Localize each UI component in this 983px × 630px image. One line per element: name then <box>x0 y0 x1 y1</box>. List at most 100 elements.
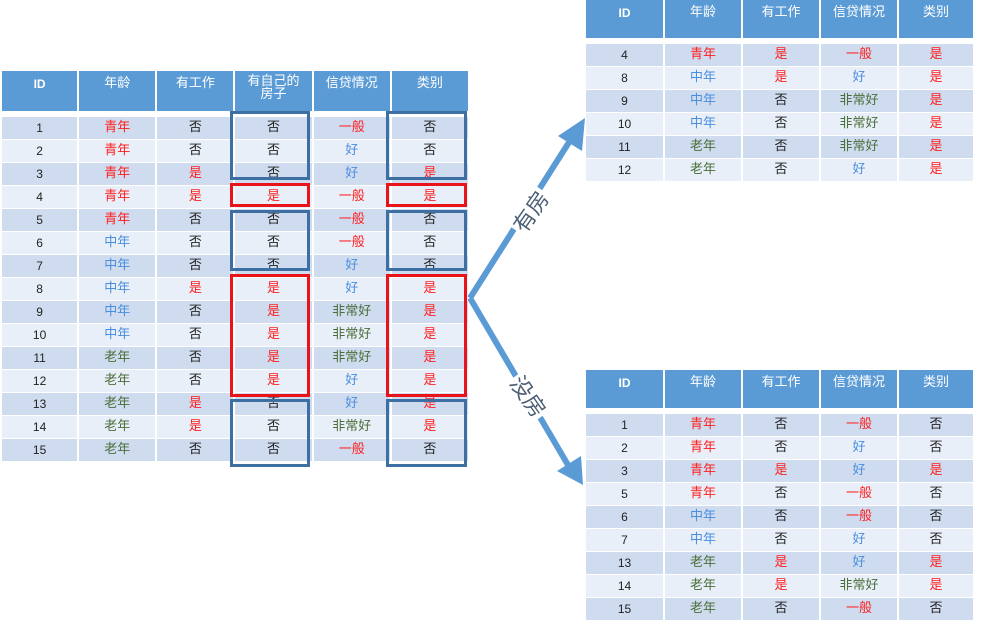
cell-id: 11 <box>2 346 80 370</box>
cell-has-job: 是 <box>156 162 236 186</box>
column-header-age: 年龄 <box>664 370 743 408</box>
cell-id: 13 <box>2 392 80 416</box>
cell-age: 老年 <box>78 438 158 462</box>
column-header-credit: 信贷情况 <box>820 0 899 38</box>
cell-class: 是 <box>390 369 471 393</box>
cell-own-house: 否 <box>234 139 314 163</box>
cell-credit: 非常好 <box>312 415 392 439</box>
cell-age: 中年 <box>78 323 158 347</box>
cell-age: 中年 <box>78 254 158 278</box>
cell-credit: 好 <box>312 277 392 301</box>
class-no-box-top <box>386 111 467 180</box>
cell-class: 是 <box>898 44 975 67</box>
cell-has-job: 否 <box>742 436 821 460</box>
own-house-no-box-middle <box>230 210 310 271</box>
cell-age: 中年 <box>78 277 158 301</box>
cell-class: 是 <box>898 112 975 136</box>
cell-id: 12 <box>586 158 665 182</box>
column-header-own-house: 有自己的 房子 <box>234 71 314 111</box>
cell-age: 中年 <box>664 528 743 552</box>
cell-class: 是 <box>898 459 975 483</box>
cell-credit: 一般 <box>312 231 392 255</box>
cell-age: 青年 <box>664 459 743 483</box>
cell-has-job: 是 <box>742 574 821 598</box>
cell-id: 13 <box>586 551 665 575</box>
cell-id: 6 <box>586 505 665 529</box>
cell-age: 老年 <box>664 135 743 159</box>
cell-has-job: 是 <box>156 392 236 416</box>
cell-class: 是 <box>390 415 471 439</box>
cell-class: 是 <box>898 574 975 598</box>
cell-class: 是 <box>390 300 471 324</box>
cell-age: 老年 <box>664 158 743 182</box>
cell-credit: 非常好 <box>312 346 392 370</box>
cell-own-house: 是 <box>234 277 314 301</box>
cell-credit: 好 <box>820 551 899 575</box>
cell-has-job: 否 <box>156 117 236 140</box>
own-house-no-box-bottom <box>230 399 310 467</box>
cell-age: 老年 <box>664 597 743 621</box>
cell-own-house: 否 <box>234 392 314 416</box>
cell-id: 1 <box>2 117 80 140</box>
class-yes-box-group <box>386 274 467 397</box>
cell-class: 否 <box>898 528 975 552</box>
cell-has-job: 否 <box>742 482 821 506</box>
cell-own-house: 是 <box>234 323 314 347</box>
cell-has-job: 否 <box>742 135 821 159</box>
cell-credit: 好 <box>820 528 899 552</box>
cell-has-job: 是 <box>156 277 236 301</box>
cell-credit: 非常好 <box>820 574 899 598</box>
cell-age: 青年 <box>664 414 743 437</box>
cell-id: 3 <box>2 162 80 186</box>
class-no-box-middle <box>386 210 467 271</box>
cell-age: 老年 <box>664 551 743 575</box>
column-header-id: ID <box>2 71 80 111</box>
cell-age: 老年 <box>78 369 158 393</box>
column-header-id: ID <box>586 370 665 408</box>
cell-credit: 非常好 <box>312 323 392 347</box>
cell-has-job: 否 <box>156 300 236 324</box>
cell-id: 8 <box>2 277 80 301</box>
cell-credit: 非常好 <box>820 89 899 113</box>
no-house-edge-label: 没房 <box>502 367 556 425</box>
cell-id: 14 <box>2 415 80 439</box>
cell-class: 否 <box>898 597 975 621</box>
cell-age: 老年 <box>664 574 743 598</box>
cell-id: 6 <box>2 231 80 255</box>
cell-own-house: 否 <box>234 208 314 232</box>
cell-own-house: 是 <box>234 185 314 209</box>
cell-credit: 好 <box>312 162 392 186</box>
cell-credit: 非常好 <box>820 135 899 159</box>
cell-class: 否 <box>898 436 975 460</box>
cell-id: 15 <box>2 438 80 462</box>
cell-credit: 好 <box>820 66 899 90</box>
cell-age: 老年 <box>78 392 158 416</box>
cell-id: 9 <box>586 89 665 113</box>
cell-class: 是 <box>898 551 975 575</box>
column-header-age: 年龄 <box>78 71 158 111</box>
cell-id: 8 <box>586 66 665 90</box>
own-house-no-box-top <box>230 111 310 180</box>
cell-own-house: 否 <box>234 438 314 462</box>
cell-age: 中年 <box>78 300 158 324</box>
cell-has-job: 是 <box>156 185 236 209</box>
cell-credit: 好 <box>312 369 392 393</box>
cell-id: 4 <box>586 44 665 67</box>
column-header-age: 年龄 <box>664 0 743 38</box>
cell-age: 青年 <box>78 117 158 140</box>
cell-class: 否 <box>898 505 975 529</box>
cell-has-job: 否 <box>742 158 821 182</box>
cell-class: 是 <box>898 66 975 90</box>
